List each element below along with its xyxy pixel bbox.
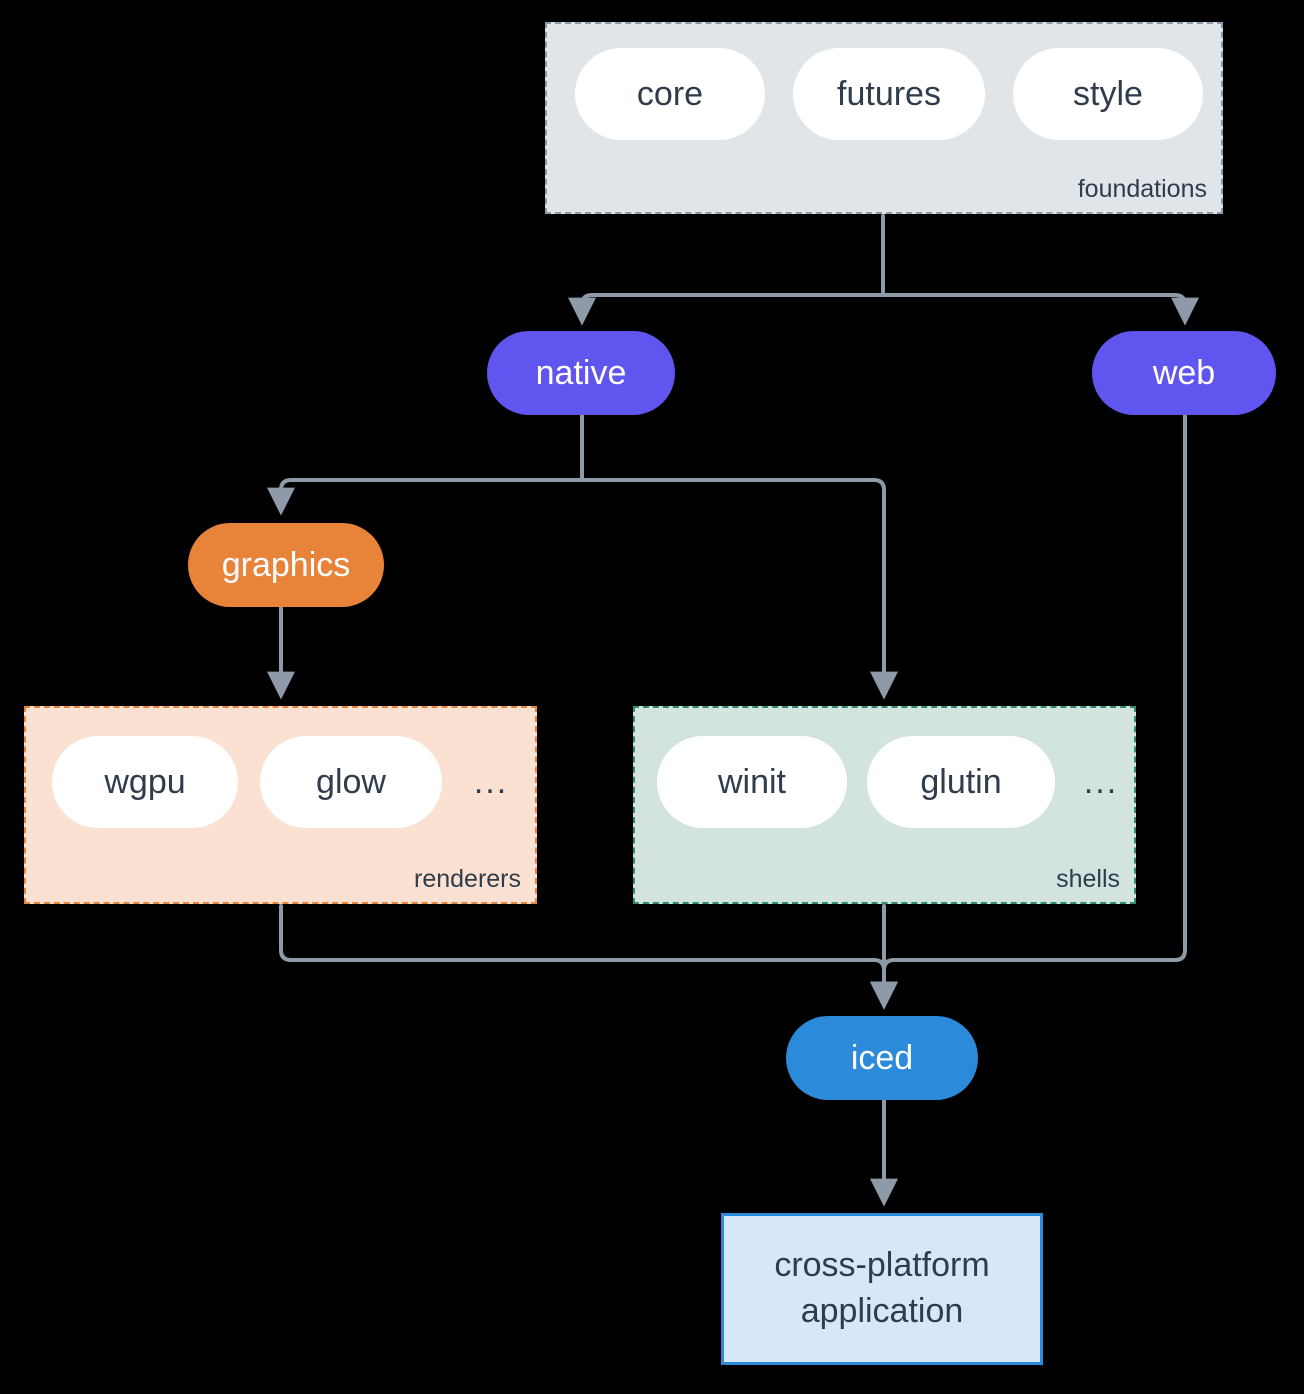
node-graphics[interactable]: graphics [188,523,384,607]
node-cross-platform-application[interactable]: cross-platform application [721,1213,1043,1365]
edge-foundations-web [881,214,1199,326]
node-core[interactable]: core [575,48,765,140]
application-line-1: cross-platform [774,1246,990,1285]
node-winit[interactable]: winit [657,736,847,828]
node-native[interactable]: native [487,331,675,415]
node-wgpu[interactable]: wgpu [52,736,238,828]
cluster-renderers-label: renderers [414,865,521,893]
node-iced[interactable]: iced [786,1016,978,1100]
edge-native-graphics [267,414,584,516]
cluster-foundations: core futures style foundations [545,22,1223,214]
edge-foundations-native [568,214,885,326]
node-glutin[interactable]: glutin [867,736,1055,828]
cluster-foundations-nodes: core futures style [575,48,1203,140]
cluster-shells: winit glutin ... shells [633,706,1136,904]
edge-native-shells [580,414,898,700]
cluster-shells-nodes: winit glutin ... [657,736,1127,828]
node-renderers-ellipsis: ... [473,762,509,801]
node-web[interactable]: web [1092,331,1276,415]
node-style[interactable]: style [1013,48,1203,140]
cluster-renderers-nodes: wgpu glow ... [52,736,518,828]
edge-renderers-iced [279,904,898,1010]
cluster-renderers: wgpu glow ... renderers [24,706,537,904]
node-futures[interactable]: futures [793,48,985,140]
node-glow[interactable]: glow [260,736,442,828]
cluster-foundations-label: foundations [1077,175,1207,203]
application-line-2: application [800,1292,964,1330]
cluster-shells-label: shells [1056,865,1120,893]
node-shells-ellipsis: ... [1083,762,1119,801]
